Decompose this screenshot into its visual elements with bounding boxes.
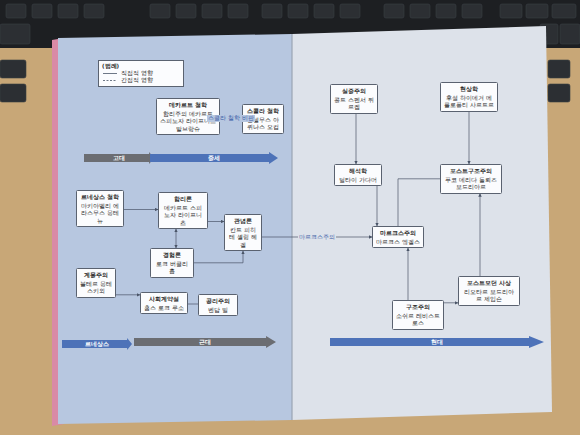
era-band: 고대 <box>84 152 154 164</box>
idea-box: 해석학딜타이 가다머 <box>334 164 382 186</box>
connector <box>356 114 357 165</box>
idea-box: 현상학후설 하이데거 메를로퐁티 사르트르 <box>440 82 498 112</box>
idea-box: 마르크스주의마르크스 엥겔스 <box>372 226 424 248</box>
idea-box: 공리주의벤담 밀 <box>198 294 238 316</box>
idea-box: 사회계약설홉스 로크 루소 <box>140 292 188 314</box>
connector <box>176 229 177 248</box>
box-body: 리오타르 보드리야르 제임슨 <box>462 288 516 303</box>
idea-box: 관념론칸트 피히테 셸링 헤겔 <box>224 214 262 251</box>
box-heading: 포스트구조주의 <box>444 167 498 175</box>
box-heading: 데카르트 철학 <box>160 101 216 109</box>
connector <box>377 186 378 226</box>
box-body: 홉스 로크 루소 <box>144 304 184 312</box>
connector <box>194 251 243 263</box>
box-body: 데카르트 스피노자 라이프니츠 <box>162 204 204 227</box>
era-band: 중세 <box>150 152 278 164</box>
band-label: 고대 <box>84 152 154 164</box>
connector <box>444 302 458 303</box>
box-heading: 공리주의 <box>202 297 234 305</box>
box-body: 로크 버클리 흄 <box>154 260 190 275</box>
legend-row: 직접적 영향 <box>102 70 180 77</box>
box-body: 푸코 데리다 들뢰즈 보드리야르 <box>444 176 498 191</box>
connector <box>116 294 140 295</box>
idea-box: 계몽주의볼테르 몽테스키외 <box>76 268 116 298</box>
box-body: 마키아벨리 에라스무스 몽테뉴 <box>80 202 120 225</box>
band-label: 르네상스 <box>62 338 132 350</box>
box-heading: 마르크스주의 <box>376 229 420 237</box>
band-label: 중세 <box>150 152 278 164</box>
box-heading: 포스트모던 사상 <box>462 279 516 287</box>
box-body: 볼테르 몽테스키외 <box>80 280 112 295</box>
right-page <box>292 26 552 420</box>
legend: (범례)직접적 영향간접적 영향 <box>98 60 184 87</box>
idea-box: 포스트구조주의푸코 데리다 들뢰즈 보드리야르 <box>440 164 502 194</box>
box-heading: 구조주의 <box>396 303 440 311</box>
legend-row: 간접적 영향 <box>102 77 180 84</box>
box-heading: 스콜라 철학 <box>246 107 280 115</box>
box-body: 마르크스 엥겔스 <box>376 238 420 246</box>
edge-label: 스콜라 철학 비판 <box>207 115 255 122</box>
era-band: 근대 <box>134 336 276 348</box>
connector <box>408 248 409 300</box>
box-body: 벤담 밀 <box>202 306 234 314</box>
era-band: 르네상스 <box>62 338 132 350</box>
band-label: 근대 <box>134 336 276 348</box>
idea-box: 경험론로크 버클리 흄 <box>150 248 194 278</box>
box-body: 딜타이 가다머 <box>338 176 378 184</box>
gutter <box>291 34 292 420</box>
edge-label: 마르크스주의 <box>298 234 336 241</box>
connector <box>469 112 470 165</box>
connector <box>398 179 440 226</box>
box-body: 콩트 스펜서 뒤르켐 <box>334 96 374 111</box>
left-page <box>58 34 292 424</box>
idea-box: 포스트모던 사상리오타르 보드리야르 제임슨 <box>458 276 520 306</box>
box-heading: 르네상스 철학 <box>80 193 120 201</box>
era-band: 현대 <box>330 336 544 348</box>
box-heading: 경험론 <box>154 251 190 259</box>
legend-heading: (범례) <box>102 63 180 70</box>
idea-box: 실증주의콩트 스펜서 뒤르켐 <box>330 84 378 114</box>
box-heading: 해석학 <box>338 167 378 175</box>
connector <box>188 304 198 305</box>
box-heading: 현상학 <box>444 85 494 93</box>
legend-sample <box>102 78 118 83</box>
box-heading: 관념론 <box>228 217 258 225</box>
idea-box: 르네상스 철학마키아벨리 에라스무스 몽테뉴 <box>76 190 124 227</box>
box-heading: 사회계약설 <box>144 295 184 303</box>
legend-text: 직접적 영향 <box>121 70 153 77</box>
connector <box>208 221 224 222</box>
idea-box: 합리론데카르트 스피노자 라이프니츠 <box>158 192 208 229</box>
connector <box>124 209 158 210</box>
box-heading: 계몽주의 <box>80 271 112 279</box>
legend-sample <box>102 71 118 76</box>
legend-text: 간접적 영향 <box>121 77 153 84</box>
idea-box: 구조주의소쉬르 레비스트로스 <box>392 300 444 330</box>
box-body: 칸트 피히테 셸링 헤겔 <box>228 226 258 249</box>
box-body: 소쉬르 레비스트로스 <box>396 312 440 327</box>
box-heading: 실증주의 <box>334 87 374 95</box>
box-heading: 합리론 <box>162 195 204 203</box>
connector <box>480 194 481 277</box>
box-body: 후설 하이데거 메를로퐁티 사르트르 <box>444 94 494 109</box>
band-label: 현대 <box>330 336 544 348</box>
